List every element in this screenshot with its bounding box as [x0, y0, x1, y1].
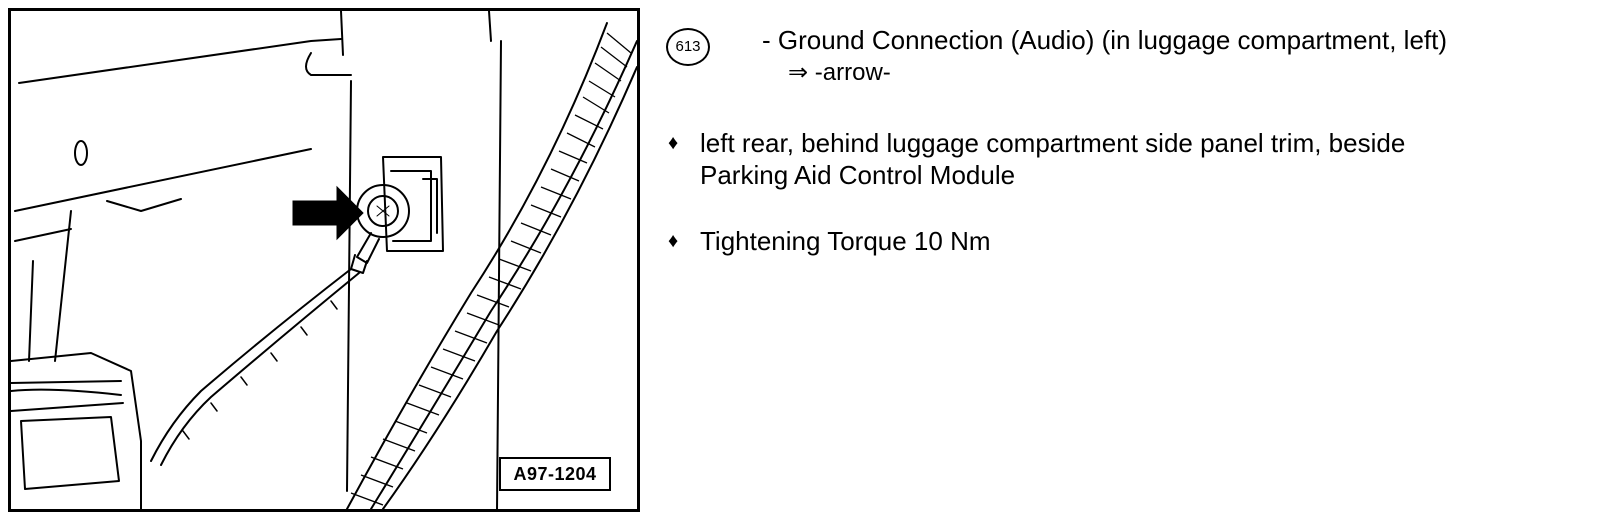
diamond-bullet-icon: ♦ — [668, 230, 679, 252]
bullet-torque: ♦ Tightening Torque 10 Nm — [668, 224, 1568, 258]
item-arrow-reference: ⇒ -arrow- — [788, 59, 891, 86]
technical-illustration: A97-1204 — [8, 8, 640, 512]
panel-seam-right — [496, 40, 502, 509]
module-housing — [11, 352, 142, 509]
panel-seam-left — [346, 80, 352, 492]
item-number-callout: 613 — [666, 28, 710, 66]
illustration-drawing — [11, 11, 637, 509]
item-title: - Ground Connection (Audio) (in luggage … — [762, 25, 1448, 55]
bullet-location-line-2: Parking Aid Control Module — [700, 160, 1016, 190]
wiring-harness-inner — [346, 22, 608, 509]
ground-wire — [150, 268, 352, 462]
figure-id-label: A97-1204 — [499, 457, 611, 491]
bolt-head — [367, 195, 399, 227]
wiring-harness-outer — [370, 40, 637, 509]
diamond-bullet-icon: ♦ — [668, 132, 679, 154]
mounting-bracket — [382, 156, 444, 252]
indicator-arrow-icon — [292, 185, 364, 241]
bullet-torque-line: Tightening Torque 10 Nm — [700, 226, 991, 256]
trim-edge-line — [18, 38, 342, 84]
trim-notch — [305, 52, 352, 76]
bullet-location-line-1: left rear, behind luggage compartment si… — [700, 128, 1406, 158]
harness-tape-hatching — [350, 32, 632, 506]
hole-outline — [74, 140, 88, 166]
bullet-location: ♦ left rear, behind luggage compartment … — [668, 126, 1568, 194]
